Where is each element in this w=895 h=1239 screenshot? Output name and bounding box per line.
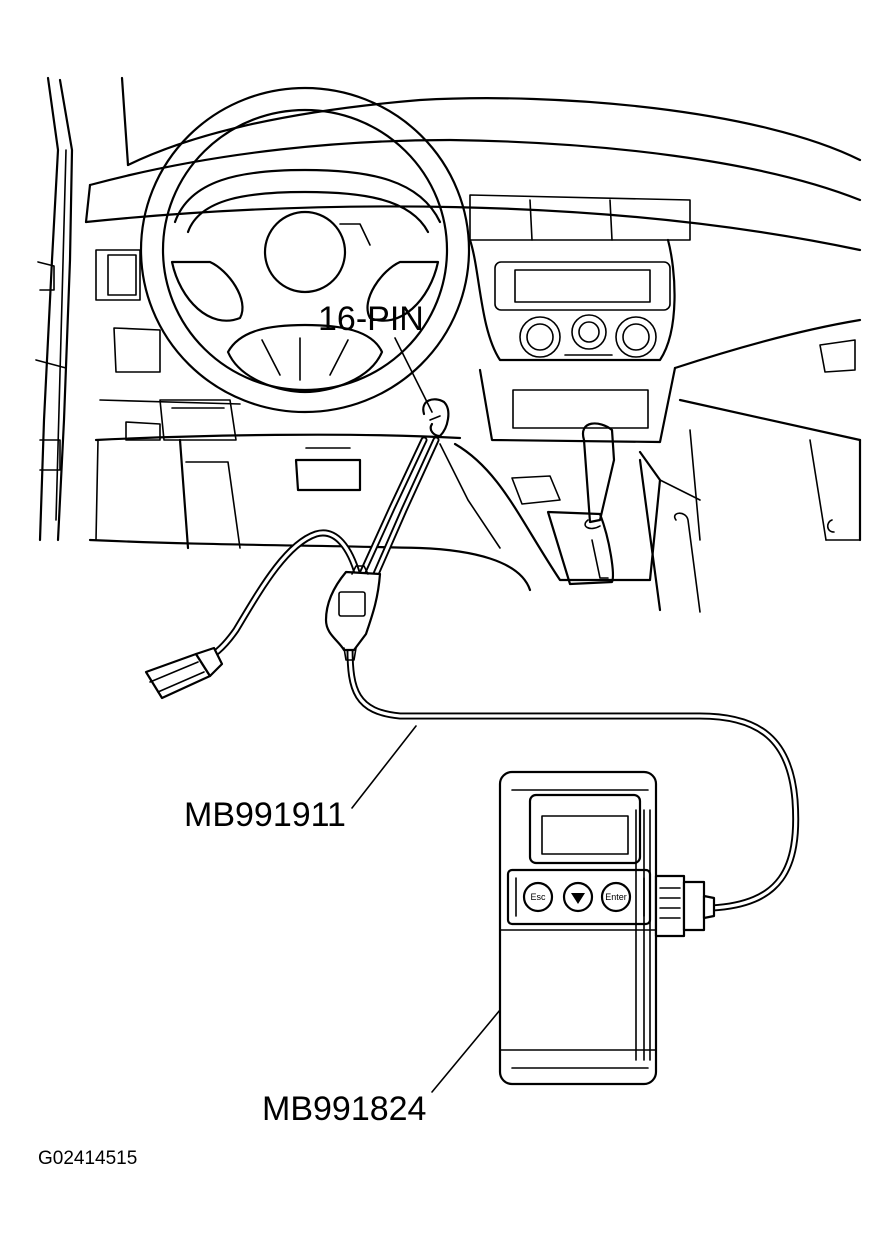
cable-assembly	[200, 436, 800, 912]
cable-label: MB991911	[184, 796, 346, 834]
down-arrow-icon	[571, 893, 585, 904]
loose-connector	[144, 646, 224, 700]
steering-wheel	[139, 86, 471, 414]
cable-splitter	[324, 565, 382, 661]
esc-button-label: Esc	[530, 892, 546, 902]
dashboard	[84, 76, 862, 613]
down-arrow-button	[562, 881, 594, 913]
enter-button: Enter	[600, 881, 632, 913]
diagnostic-connector	[422, 398, 450, 438]
cable-leader-line	[351, 725, 417, 809]
esc-button: Esc	[522, 881, 554, 913]
figure-id: G02414515	[38, 1148, 137, 1169]
door-pillar	[35, 76, 99, 542]
tool-leader-line	[431, 1009, 501, 1093]
connector-leader-line	[394, 337, 433, 413]
connector-label: 16-PIN	[318, 300, 424, 338]
enter-button-label: Enter	[605, 892, 627, 902]
scan-tool: Esc Enter	[498, 770, 716, 1086]
tool-label: MB991824	[262, 1090, 426, 1128]
tool-display	[528, 793, 642, 865]
